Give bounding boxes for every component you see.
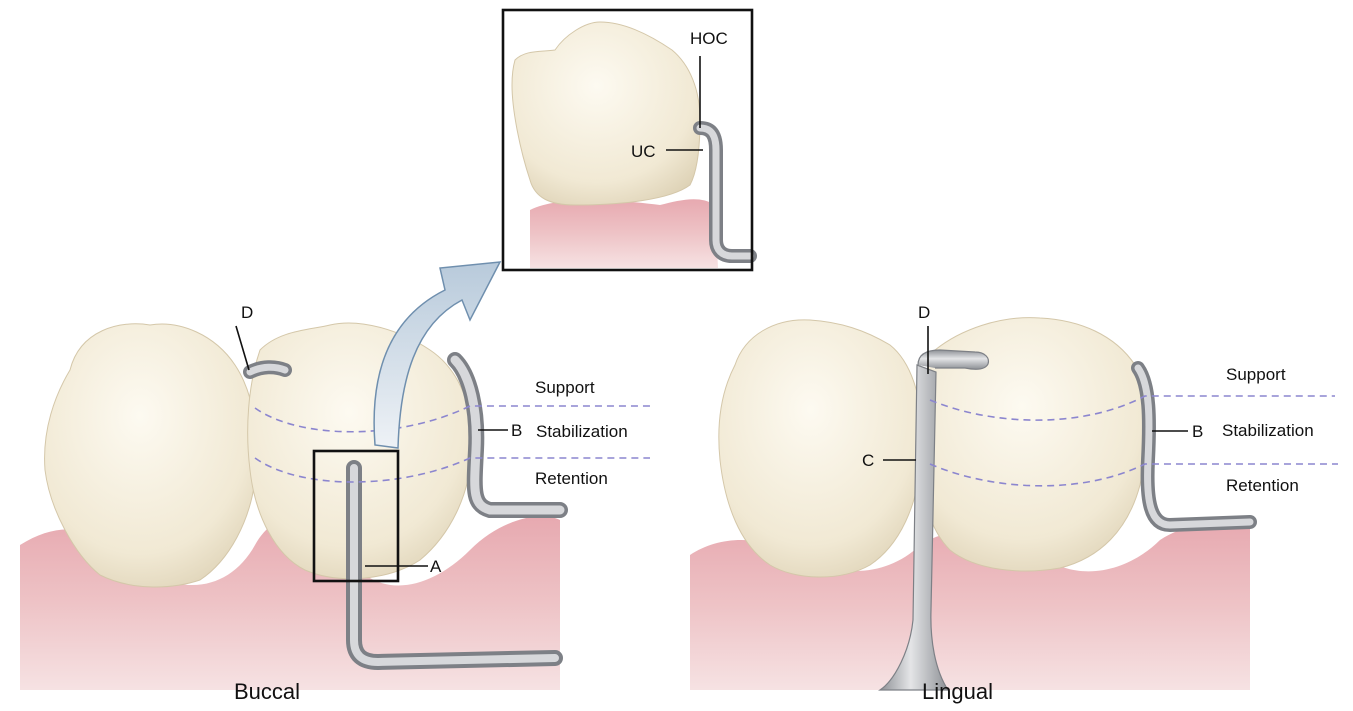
lingual-caption: Lingual	[922, 679, 993, 704]
inset-gum	[530, 199, 718, 268]
lingual-label-c: C	[862, 451, 874, 470]
buccal-view: D A B Support Stabilization Retention Bu…	[20, 262, 650, 704]
lingual-label-retention: Retention	[1226, 476, 1299, 495]
inset-label-uc: UC	[631, 142, 656, 161]
lingual-label-d: D	[918, 303, 930, 322]
lingual-label-b: B	[1192, 422, 1203, 441]
lingual-left-tooth	[719, 320, 923, 577]
buccal-label-d: D	[241, 303, 253, 322]
buccal-label-support: Support	[535, 378, 595, 397]
buccal-label-b: B	[511, 421, 522, 440]
buccal-caption: Buccal	[234, 679, 300, 704]
inset-label-hoc: HOC	[690, 29, 728, 48]
buccal-label-a: A	[430, 557, 442, 576]
lingual-clasp-arm-b	[1138, 368, 1250, 525]
lingual-label-support: Support	[1226, 365, 1286, 384]
buccal-left-tooth	[45, 324, 257, 587]
inset-detail: HOC UC	[503, 10, 752, 270]
buccal-label-stabilization: Stabilization	[536, 422, 628, 441]
lingual-label-stabilization: Stabilization	[1222, 421, 1314, 440]
buccal-label-retention: Retention	[535, 469, 608, 488]
lingual-view: D C B Support Stabilization Retention Li…	[690, 303, 1338, 704]
